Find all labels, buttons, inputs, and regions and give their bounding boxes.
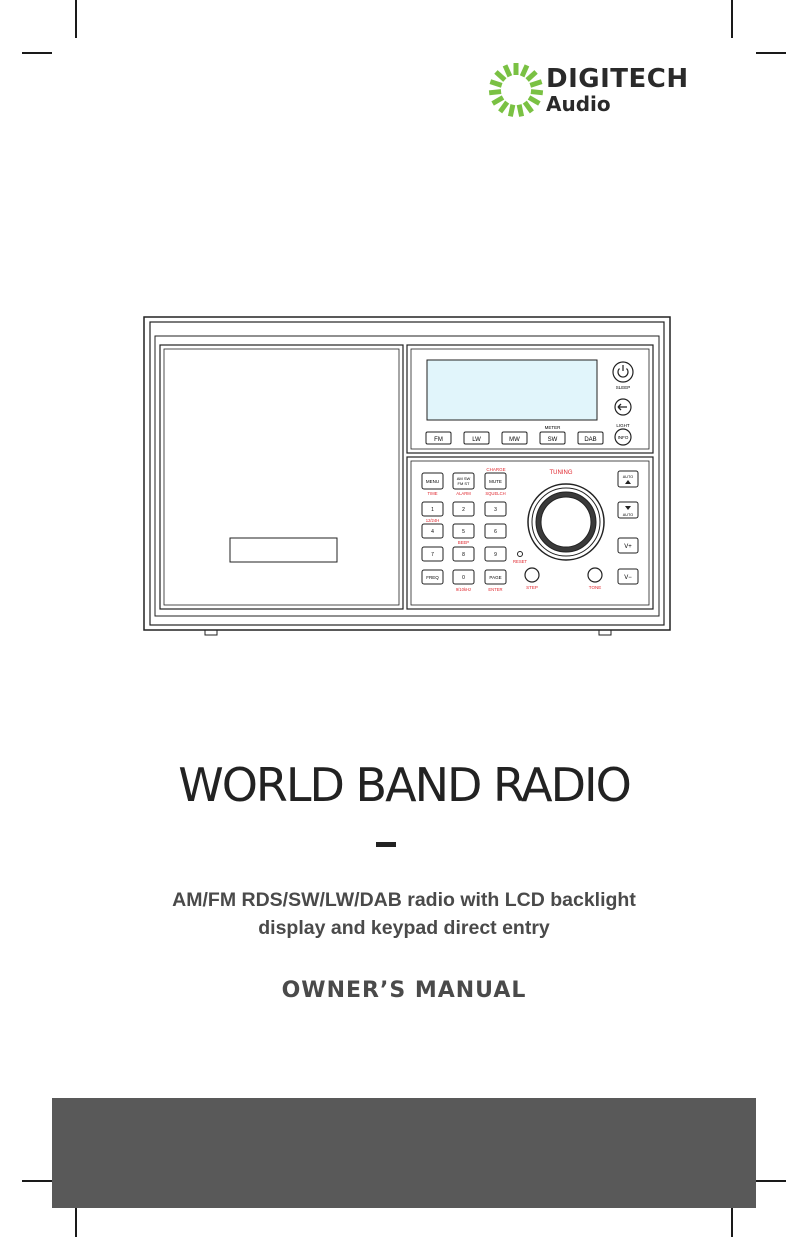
key-2[interactable] <box>452 501 475 517</box>
lcd-screen <box>426 359 598 421</box>
band-mode-key[interactable] <box>452 472 475 490</box>
key-1[interactable] <box>421 501 444 517</box>
key-0-label: 0 <box>462 575 465 581</box>
band-fm-label: FM <box>434 437 443 443</box>
footer-bar <box>52 1098 756 1208</box>
speaker-slot <box>229 537 338 563</box>
key-6[interactable] <box>484 523 507 539</box>
fm-st-label: FM ST <box>458 481 471 486</box>
power-button[interactable] <box>612 361 634 383</box>
speaker-panel <box>159 344 404 610</box>
brand-subname: Audio <box>546 92 611 116</box>
crop-mark <box>731 1199 733 1237</box>
page-label: PAGE <box>489 575 501 580</box>
control-panel <box>406 456 654 610</box>
band-button-dab[interactable] <box>577 431 604 445</box>
title-dash <box>376 842 396 847</box>
crop-mark <box>756 52 786 54</box>
khz-label: 9/10kHz <box>456 587 471 592</box>
freq-key[interactable] <box>421 569 444 585</box>
hr12-24-label: 12/24H <box>426 518 440 523</box>
tone-button[interactable] <box>587 567 603 583</box>
band-button-mw[interactable] <box>501 431 528 445</box>
key-8[interactable] <box>452 546 475 562</box>
key-6-label: 6 <box>494 529 497 535</box>
key-1-label: 1 <box>431 507 434 513</box>
key-4[interactable] <box>421 523 444 539</box>
enter-label: ENTER <box>488 587 502 592</box>
mute-label: MUTE <box>489 479 502 484</box>
mute-key[interactable] <box>484 472 507 490</box>
key-3-label: 3 <box>494 507 497 513</box>
key-4-label: 4 <box>431 529 434 535</box>
menu-label: MENU <box>426 479 439 484</box>
volume-down-button[interactable] <box>617 568 639 585</box>
sleep-label: SLEEP <box>616 385 631 390</box>
auto-up-label: AUTO <box>623 475 634 479</box>
menu-key[interactable] <box>421 472 444 490</box>
key-3[interactable] <box>484 501 507 517</box>
step-label: STEP <box>526 585 538 590</box>
key-8-label: 8 <box>462 552 465 558</box>
key-7[interactable] <box>421 546 444 562</box>
charge-label: CHARGE <box>486 467 505 472</box>
step-button[interactable] <box>524 567 540 583</box>
brand-logo: DIGITECH Audio <box>488 62 713 122</box>
owners-manual-label: OWNER’S MANUAL <box>281 978 527 1003</box>
auto-down-label: AUTO <box>623 513 634 517</box>
band-button-sw[interactable] <box>539 431 566 445</box>
key-9-label: 9 <box>494 552 497 558</box>
info-button[interactable] <box>614 428 632 446</box>
product-subtitle: AM/FM RDS/SW/LW/DAB radio with LCD backl… <box>0 886 808 942</box>
meter-label: METER <box>545 425 562 430</box>
auto-up-button[interactable] <box>617 470 639 488</box>
crop-mark <box>731 0 733 38</box>
subtitle-line-2: display and keypad direct entry <box>258 917 550 939</box>
band-mw-label: MW <box>509 437 520 443</box>
volume-up-button[interactable] <box>617 537 639 554</box>
time-label: TIME <box>427 491 437 496</box>
power-icon <box>617 368 629 378</box>
band-sw-label: SW <box>548 437 558 443</box>
band-button-fm[interactable] <box>425 431 452 445</box>
volume-down-label: V− <box>624 575 632 581</box>
band-dab-label: DAB <box>584 437 596 443</box>
key-7-label: 7 <box>431 552 434 558</box>
crop-mark <box>22 52 52 54</box>
key-0[interactable] <box>452 569 475 585</box>
info-label: INFO <box>618 435 629 440</box>
reset-label: RESET <box>513 559 527 564</box>
brand-name: DIGITECH <box>546 64 689 94</box>
subtitle-line-1: AM/FM RDS/SW/LW/DAB radio with LCD backl… <box>172 889 636 911</box>
band-button-lw[interactable] <box>463 431 490 445</box>
key-9[interactable] <box>484 546 507 562</box>
crop-mark <box>756 1180 786 1182</box>
beep-label: BEEP <box>458 540 469 545</box>
product-title: WORLD BAND RADIO <box>178 758 632 812</box>
freq-label: FREQ <box>426 575 439 580</box>
display-panel <box>406 344 654 454</box>
reset-pinhole[interactable] <box>517 551 523 557</box>
key-5-label: 5 <box>462 529 465 535</box>
crop-mark <box>75 0 77 38</box>
crop-mark <box>22 1180 52 1182</box>
tone-label: TONE <box>589 585 601 590</box>
key-5[interactable] <box>452 523 475 539</box>
am-sw-label: AM SW <box>457 476 471 481</box>
band-lw-label: LW <box>472 437 481 443</box>
page-key[interactable] <box>484 569 507 585</box>
squelch-label: SQUELCH <box>485 491 505 496</box>
arrow-down-icon <box>625 506 631 510</box>
back-arrow-icon <box>617 403 627 411</box>
crop-mark <box>75 1199 77 1237</box>
key-2-label: 2 <box>462 507 465 513</box>
arrow-up-icon <box>625 480 631 484</box>
tuning-label: TUNING <box>550 470 573 476</box>
volume-up-label: V+ <box>624 544 632 550</box>
alarm-label: ALARM <box>456 491 471 496</box>
sunburst-logo-icon <box>488 63 544 117</box>
radio-illustration: FM LW MW METER SW DAB SLEEP LIGHT INFO C… <box>143 316 671 641</box>
light-label: LIGHT <box>616 423 630 428</box>
